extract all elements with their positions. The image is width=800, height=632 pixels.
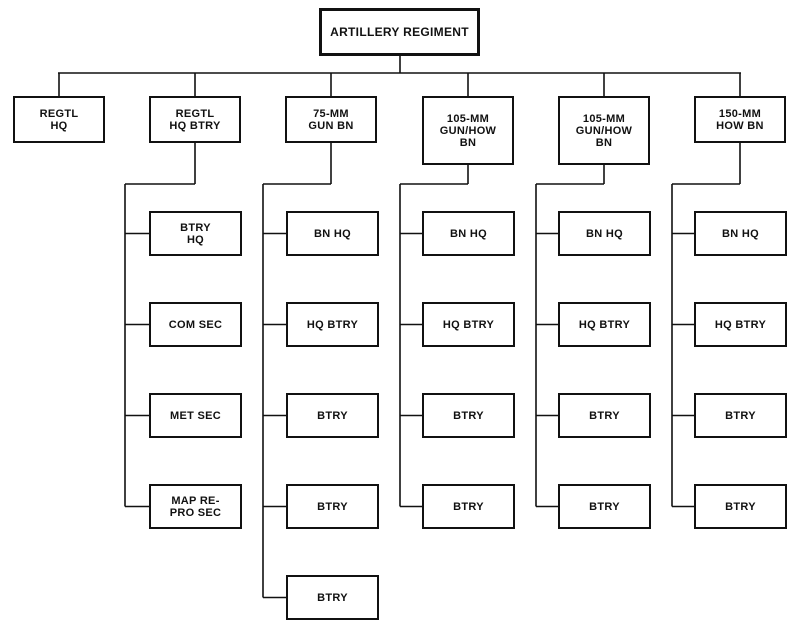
subunit-box-150mm-how-bn-3: BTRY (694, 393, 787, 438)
75mm-gun-bn-box: 75-MM GUN BN (285, 96, 377, 143)
105mm-gun-how-bn-2-box: 105-MM GUN/HOW BN (558, 96, 650, 165)
subunit-box-105mm-gun-how-bn-1-3: BTRY (422, 393, 515, 438)
subunit-box-105mm-gun-how-bn-2-1: BN HQ (558, 211, 651, 256)
subunit-box-105mm-gun-how-bn-1-4: BTRY (422, 484, 515, 529)
subunit-box-105mm-gun-how-bn-1-2: HQ BTRY (422, 302, 515, 347)
subunit-box-105mm-gun-how-bn-1-1: BN HQ (422, 211, 515, 256)
subunit-box-150mm-how-bn-2: HQ BTRY (694, 302, 787, 347)
subunit-box-75mm-gun-bn-4: BTRY (286, 484, 379, 529)
subunit-box-150mm-how-bn-1: BN HQ (694, 211, 787, 256)
subunit-box-150mm-how-bn-4: BTRY (694, 484, 787, 529)
artillery-regiment-box: ARTILLERY REGIMENT (319, 8, 480, 56)
subunit-box-105mm-gun-how-bn-2-3: BTRY (558, 393, 651, 438)
regtl-hq-box: REGTL HQ (13, 96, 105, 143)
regtl-hq-btry-box: REGTL HQ BTRY (149, 96, 241, 143)
subunit-box-75mm-gun-bn-1: BN HQ (286, 211, 379, 256)
subunit-box-75mm-gun-bn-3: BTRY (286, 393, 379, 438)
subunit-box-regtl-hq-btry-3: MET SEC (149, 393, 242, 438)
150mm-how-bn-box: 150-MM HOW BN (694, 96, 786, 143)
subunit-box-75mm-gun-bn-5: BTRY (286, 575, 379, 620)
subunit-box-regtl-hq-btry-2: COM SEC (149, 302, 242, 347)
subunit-box-105mm-gun-how-bn-2-2: HQ BTRY (558, 302, 651, 347)
105mm-gun-how-bn-1-box: 105-MM GUN/HOW BN (422, 96, 514, 165)
subunit-box-75mm-gun-bn-2: HQ BTRY (286, 302, 379, 347)
subunit-box-regtl-hq-btry-1: BTRY HQ (149, 211, 242, 256)
subunit-box-105mm-gun-how-bn-2-4: BTRY (558, 484, 651, 529)
subunit-box-regtl-hq-btry-4: MAP RE- PRO SEC (149, 484, 242, 529)
